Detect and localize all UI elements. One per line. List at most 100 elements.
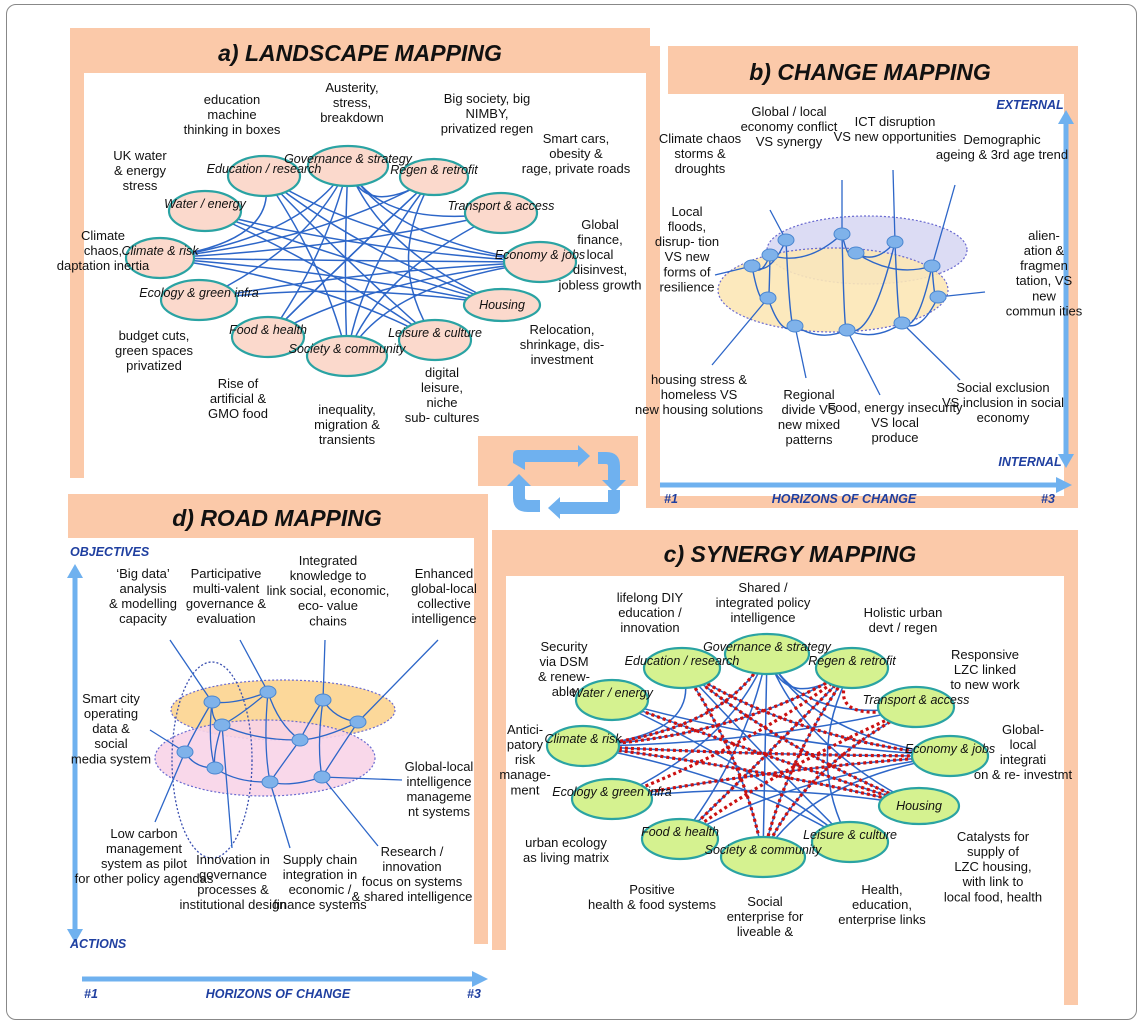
road-title-bar (68, 494, 488, 538)
synergy-node-society (719, 835, 807, 879)
synergy-link-regen-society (761, 667, 854, 858)
change-axis-arrow-right-icon (1056, 477, 1072, 493)
road-leader-line (322, 639, 326, 701)
road-node (313, 770, 331, 784)
road-node (349, 715, 367, 729)
landscape-node-leisure-label: Leisure & culture (388, 326, 482, 340)
synergy-link-food-economy (679, 755, 951, 840)
synergy-node-economy-label: Economy & jobs (905, 742, 995, 756)
landscape-node-water (167, 189, 243, 233)
road-axis-actions: ACTIONS (69, 937, 127, 951)
road-leader-line (239, 639, 269, 693)
road-axis-end: #3 (467, 987, 481, 1001)
synergy-node-food (640, 817, 720, 861)
landscape-link-housing-water (204, 210, 503, 306)
change-node (929, 290, 947, 304)
synergy-link-education-economy (681, 666, 951, 758)
landscape-link-society-regen (346, 176, 435, 357)
landscape-link-education-housing (263, 175, 503, 306)
landscape-node-ecology-label: Ecology & green infra (139, 286, 259, 300)
synergy-node-education (642, 646, 722, 690)
road-leader-line (154, 751, 186, 823)
synergy-link-water-economy (611, 699, 951, 757)
landscape-node-housing-label: Housing (479, 298, 525, 312)
road-node (206, 761, 224, 775)
landscape-node-regen (398, 157, 470, 197)
nodes-layer (124, 144, 990, 879)
change-node (893, 316, 911, 330)
change-axis-title: HORIZONS OF CHANGE (772, 492, 917, 506)
synergy-link-education-society (681, 667, 764, 858)
synergy-link-climate-economy (582, 744, 951, 758)
change-leader-line (846, 329, 881, 396)
landscape-node-regen-label: Regen & retrofit (390, 163, 478, 177)
road-leader-line (321, 776, 403, 781)
road-title: d) ROAD MAPPING (172, 505, 382, 531)
road-frame-right (474, 494, 488, 944)
synergy-title-bar (506, 530, 1078, 576)
landscape-node-governance-label: Governance & strategy (284, 152, 413, 166)
change-axis-internal: INTERNAL (998, 455, 1061, 469)
landscape-link-education-society (263, 175, 348, 357)
synergy-node-climate (545, 724, 621, 768)
landscape-title-bar (70, 28, 650, 73)
landscape-link-leisure-climate (159, 257, 436, 341)
landscape-title: a) LANDSCAPE MAPPING (218, 40, 502, 66)
synergy-link-climate-housing (582, 745, 920, 807)
synergy-node-leisure-label: Leisure & culture (803, 828, 897, 842)
road-node (314, 693, 332, 707)
landscape-node-economy-label: Economy & jobs (495, 248, 585, 262)
synergy-node-ecology-label: Ecology & green infra (552, 785, 672, 799)
landscape-node-water-label: Water / energy (164, 197, 247, 211)
landscape-frame-bottom (478, 436, 638, 444)
synergy-node-society-label: Society & community (705, 843, 822, 857)
austerity-label: Austerity,stress,breakdown (320, 80, 384, 125)
change-axis-external: EXTERNAL (996, 98, 1063, 112)
landscape-node-climate-label: Climate & risk (121, 244, 199, 258)
change-frame-bottom (646, 496, 1078, 508)
synergy-node-housing-label: Housing (896, 799, 942, 813)
road-axis-title: HORIZONS OF CHANGE (206, 987, 351, 1001)
synergy-node-climate-label: Climate & risk (544, 732, 622, 746)
synergy-frame-right (1064, 530, 1078, 1005)
road-node (261, 775, 279, 789)
road-axis-arrow-up-icon (67, 564, 83, 578)
synergy-node-regen-label: Regen & retrofit (808, 654, 896, 668)
change-axis-arrow-down-icon (1058, 454, 1074, 468)
landscape-node-governance (306, 144, 390, 188)
road-node (291, 733, 309, 747)
synergy-title: c) SYNERGY MAPPING (664, 541, 917, 567)
synergy-node-transport-label: Transport & access (863, 693, 970, 707)
change-axis-start: #1 (664, 492, 678, 506)
change-node (761, 248, 779, 262)
smart-cars-label: Smart cars,obesity &rage, private roads (522, 131, 631, 176)
change-leader-line (892, 169, 896, 243)
change-node (759, 291, 777, 305)
